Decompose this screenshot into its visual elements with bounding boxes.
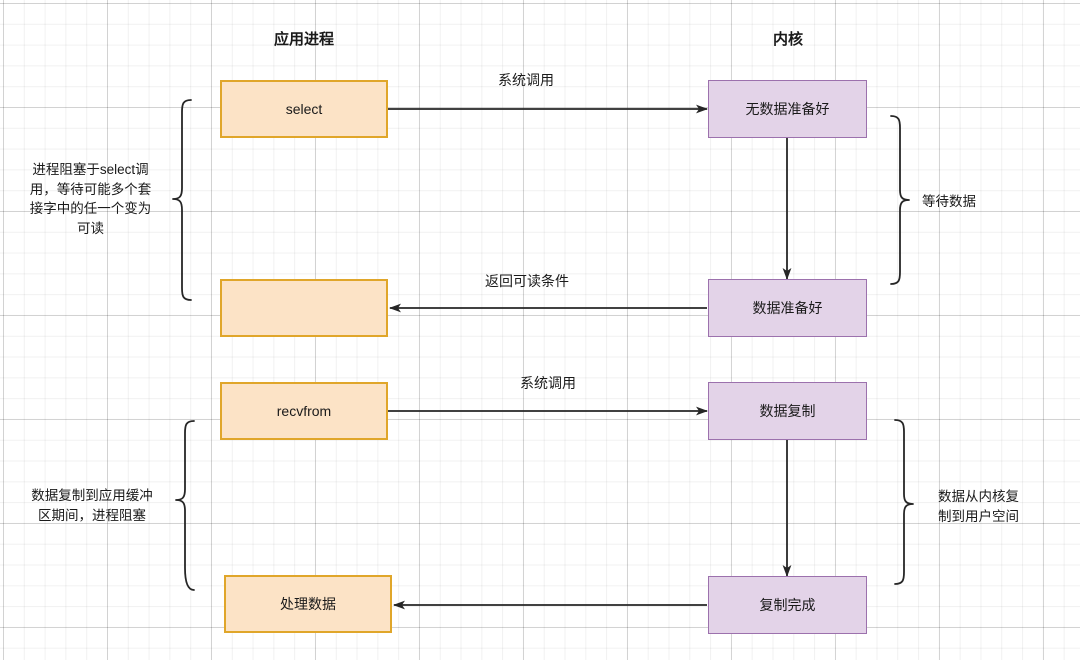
node-data-copy[interactable]: 数据复制 — [708, 382, 867, 440]
annotation-line: 数据从内核复 — [938, 489, 1019, 504]
annotation-copy-blocking: 数据复制到应用缓冲 区期间，进程阻塞 — [8, 486, 176, 525]
node-app-blocked[interactable] — [220, 279, 388, 337]
annotation-line: 等待数据 — [922, 194, 976, 209]
annotation-line: 数据复制到应用缓冲 — [31, 488, 153, 503]
annotation-line: 区期间，进程阻塞 — [38, 507, 146, 523]
node-process-data[interactable]: 处理数据 — [224, 575, 392, 633]
node-copy-done[interactable]: 复制完成 — [708, 576, 867, 634]
column-header-app-process: 应用进程 — [273, 31, 334, 48]
brace-right-bottom — [894, 419, 914, 585]
annotation-line: 用，等待可能多个套 — [29, 181, 152, 197]
annotation-kernel-to-user-copy: 数据从内核复 制到用户空间 — [938, 487, 1074, 526]
node-select[interactable]: select — [220, 80, 388, 138]
node-recvfrom[interactable]: recvfrom — [220, 382, 388, 440]
edge-label-syscall-select: 系统调用 — [498, 72, 554, 88]
annotation-line: 接字中的任一个变为 — [29, 201, 152, 217]
brace-left-bottom — [175, 420, 195, 591]
node-data-ready[interactable]: 数据准备好 — [708, 279, 867, 337]
brace-left-top — [172, 99, 192, 301]
annotation-line: 可读 — [77, 220, 104, 236]
annotation-line: 进程阻塞于select调 — [32, 162, 149, 177]
annotation-waiting-for-data: 等待数据 — [922, 192, 1072, 212]
annotation-select-blocking: 进程阻塞于select调 用，等待可能多个套 接字中的任一个变为 可读 — [8, 160, 173, 238]
edge-label-syscall-recvfrom: 系统调用 — [520, 375, 576, 391]
brace-right-top — [890, 115, 910, 285]
annotation-line: 制到用户空间 — [938, 508, 1019, 524]
edge-label-return-readable: 返回可读条件 — [485, 273, 569, 289]
column-header-kernel: 内核 — [772, 31, 803, 48]
node-no-data-ready[interactable]: 无数据准备好 — [708, 80, 867, 138]
